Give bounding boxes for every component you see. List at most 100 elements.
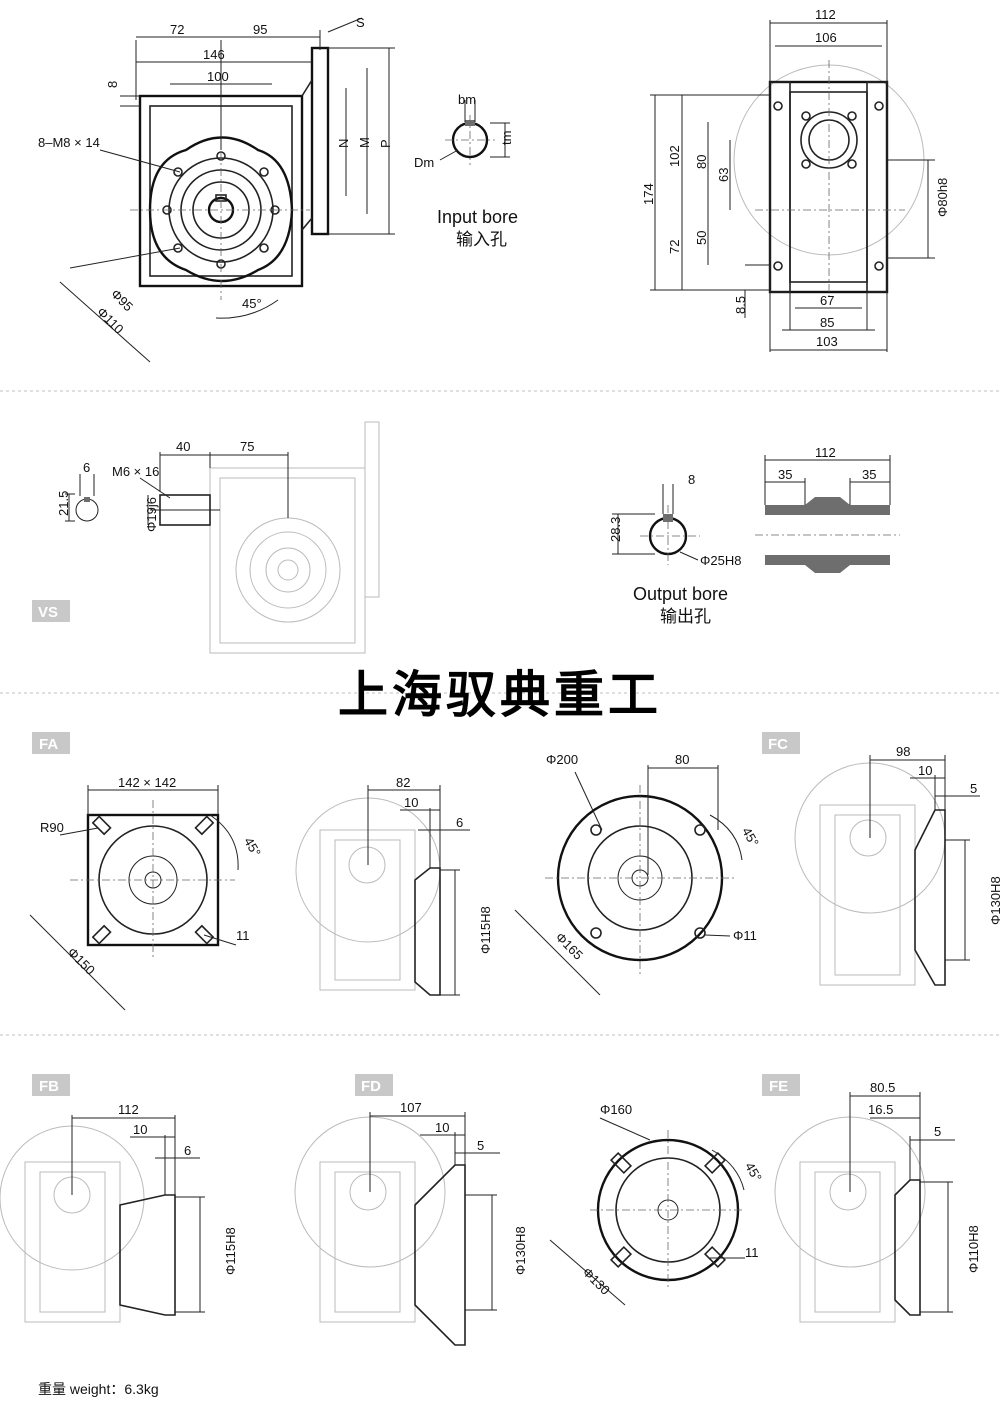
side-dim-80: 80 [694,155,709,169]
fb-dim-112: 112 [118,1102,139,1117]
dim-M: M [357,137,372,148]
dim-phi95: Φ95 [108,286,136,314]
dim-8: 8 [105,81,120,88]
slot-dim-11: 11 [745,1245,759,1260]
fb-dim-6: 6 [184,1143,191,1158]
fe-flange-view [774,1092,955,1323]
vs-dim-phi19j6: Φ19j6 [144,497,159,532]
input-bore-tm: tm [499,131,514,145]
fc-dim-10: 10 [918,763,932,778]
dim-95: 95 [253,22,267,37]
fe-dim-80-5: 80.5 [870,1080,895,1095]
fb-dim-10: 10 [133,1122,147,1137]
input-bore-bm: bm [458,92,476,107]
fa-side-82: 82 [396,775,410,790]
output-bore-view [612,455,900,573]
hollow-dim-35-right: 35 [862,467,876,482]
brand-title: 上海驭典重工 [338,666,662,724]
dim-S: S [356,15,365,30]
fd-dim-10: 10 [435,1120,449,1135]
tag-fb [32,1074,70,1096]
side-dim-102: 102 [667,145,682,167]
tag-fc [762,732,800,754]
slot-flange-view [549,1117,745,1306]
hollow-dim-112: 112 [815,445,836,460]
input-bore-dm: Dm [414,155,434,170]
tag-fa [32,732,70,754]
output-bore-8: 8 [688,472,695,487]
fa-dim-phi150: Φ150 [65,944,98,977]
side-dim-8-5: 8.5 [733,296,748,314]
fa-dim-11: 11 [236,928,250,943]
output-bore-title-en: Output bore [633,584,728,604]
fa-side-phi115h8: Φ115H8 [478,906,493,954]
fa-dim-142x142: 142 × 142 [118,775,176,790]
vs-dim-40: 40 [176,439,190,454]
fd-dim-107: 107 [400,1100,422,1115]
fc-flange-view [794,755,980,986]
vs-dim-75: 75 [240,439,254,454]
fe-dim-phi110h8: Φ110H8 [966,1225,981,1273]
side-dim-67: 67 [820,293,834,308]
input-bore-title-en: Input bore [437,207,518,227]
fa-side-6: 6 [456,815,463,830]
vs-dim-6: 6 [83,460,90,475]
slot-dim-45deg: 45° [742,1160,765,1185]
tag-fd [355,1074,393,1096]
side-dim-85: 85 [820,315,834,330]
dim-72: 72 [170,22,184,37]
input-bore-view [439,100,510,165]
tag-fe-label: FE [769,1078,788,1095]
fa-side-10: 10 [404,795,418,810]
fb-dim-phi115h8: Φ115H8 [223,1227,238,1275]
side-dim-50: 50 [694,231,709,245]
side-view [650,20,935,352]
tag-fa-label: FA [39,736,58,753]
round-flange-view [514,765,743,996]
side-dim-63: 63 [716,168,731,182]
vs-view [65,421,380,654]
dim-P: P [378,139,393,148]
fc-dim-98: 98 [896,744,910,759]
fd-dim-5: 5 [477,1138,484,1153]
tag-fd-label: FD [361,1078,381,1095]
fb-flange-view [0,1115,205,1323]
main-front-view [59,17,395,363]
tag-fb-label: FB [39,1078,59,1095]
dim-100: 100 [207,69,229,84]
round-dim-45deg: 45° [739,825,762,850]
fd-dim-phi130h8: Φ130H8 [513,1226,528,1275]
round-dim-phi11: Φ11 [733,928,757,943]
dim-N: N [336,139,351,148]
side-dim-106: 106 [815,30,837,45]
slot-dim-phi160: Φ160 [600,1102,632,1117]
fc-dim-5: 5 [970,781,977,796]
fa-dim-45deg: 45° [241,835,264,860]
side-dim-103: 103 [816,334,838,349]
fe-dim-5: 5 [934,1124,941,1139]
input-bore-title-cn: 输入孔 [456,230,507,250]
fd-flange-view [294,1112,500,1346]
fe-dim-16-5: 16.5 [868,1102,893,1117]
tag-vs-label: VS [38,604,58,621]
fa-dim-r90: R90 [40,820,64,835]
dim-bolt-pattern: 8–M8 × 14 [38,135,100,150]
fa-flange-view [29,785,470,1011]
vs-dim-m6x16: M6 × 16 [112,464,159,479]
side-dim-112: 112 [815,7,836,22]
dim-45deg: 45° [242,296,262,311]
output-bore-title-cn: 输出孔 [660,607,711,627]
output-bore-28-3: 28.3 [608,517,623,542]
side-dim-72: 72 [667,240,682,254]
side-dim-174: 174 [641,183,656,205]
tag-vs [32,600,70,622]
round-dim-phi200: Φ200 [546,752,578,767]
slot-dim-phi130: Φ130 [580,1264,613,1297]
side-dim-phi80h8: Φ80h8 [935,178,950,217]
round-dim-80: 80 [675,752,689,767]
weight-label: 重量 weight：6.3kg [38,1381,159,1397]
tag-fe [762,1074,800,1096]
vs-dim-21-5: 21.5 [56,491,71,516]
output-bore-phi25h8: Φ25H8 [700,553,741,568]
